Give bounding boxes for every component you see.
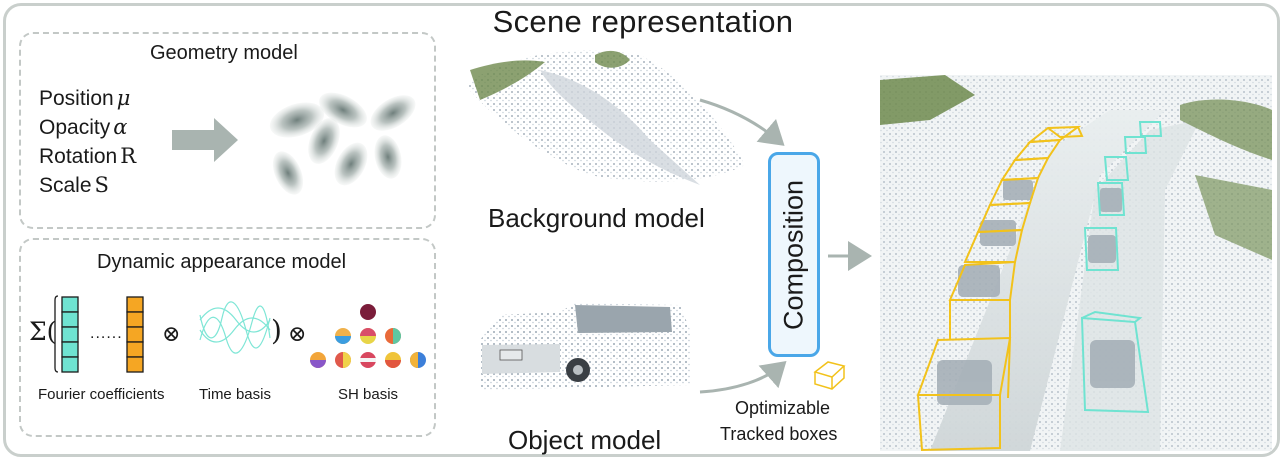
tensor-product-icon: ⊗: [288, 322, 307, 347]
time-basis-waves: [199, 301, 271, 354]
sh-basis-spheres: [310, 304, 426, 368]
fourier-coefficients-label: Fourier coefficients: [38, 386, 165, 403]
optimizable-label: Optimizable: [735, 398, 831, 418]
gaussian-ellipsoids: [269, 92, 416, 195]
composed-scene: [880, 75, 1272, 452]
composition-box: Composition: [768, 152, 820, 357]
fourier-orange-column: [126, 296, 144, 373]
attribute-symbol: R: [120, 144, 137, 168]
tracked-boxes-label: Tracked boxes: [720, 424, 838, 444]
sh-basis-label: SH basis: [338, 386, 399, 403]
fourier-cyan-column: [61, 296, 79, 373]
ellipsis-dots: ......: [90, 325, 123, 342]
attribute-symbol: α: [113, 115, 128, 139]
object-model-label: Object model: [508, 425, 662, 455]
cyan-tracked-boxes: [1080, 121, 1163, 414]
attribute-name: Position: [39, 87, 114, 110]
geometry-arrow: [172, 118, 238, 162]
tensor-product-icon: ⊗: [162, 322, 181, 347]
background-model-label: Background model: [488, 203, 705, 233]
object-model-truck: [480, 303, 690, 390]
object-to-composition-arrow: [699, 361, 787, 394]
attribute-symbol: μ: [116, 86, 131, 110]
geometry-model-title: Geometry model: [150, 42, 298, 64]
dynamic-appearance-box: [19, 238, 436, 437]
attribute-name: Rotation: [39, 145, 118, 168]
figure-title: Scene representation: [492, 4, 794, 39]
attribute-name: Opacity: [39, 116, 111, 139]
geometry-model-box: [19, 32, 436, 229]
outer-frame: [3, 3, 1280, 457]
attribute-name: Scale: [39, 174, 92, 197]
background-point-cloud: [465, 50, 745, 185]
close-paren: ): [271, 314, 282, 347]
tracked-box-icon: [813, 361, 846, 390]
yellow-tracked-boxes: [916, 125, 1084, 452]
attribute-symbol: S: [94, 173, 109, 197]
background-to-composition-arrow: [699, 98, 785, 146]
dynamic-appearance-title: Dynamic appearance model: [97, 251, 347, 273]
sigma-symbol: Σ(: [29, 317, 57, 346]
time-basis-label: Time basis: [199, 386, 271, 403]
